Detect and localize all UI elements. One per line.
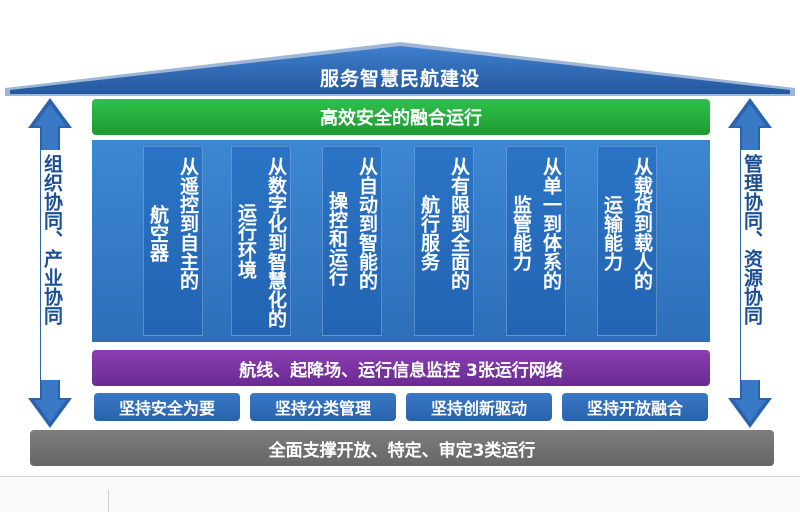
- column-4: 从有限到全面的 航行服务: [414, 146, 474, 336]
- column-2-line-2: 运行环境: [235, 203, 257, 279]
- column-6-line-1: 从载货到载人的: [631, 157, 653, 290]
- principle-pill-3: 坚持创新驱动: [406, 393, 552, 421]
- column-4-line-2: 航行服务: [418, 195, 440, 271]
- principle-pill-4: 坚持开放融合: [562, 393, 708, 421]
- bottom-divider: [108, 490, 109, 512]
- column-5: 从单一到体系的 监管能力: [506, 146, 566, 336]
- principle-pill-2: 坚持分类管理: [250, 393, 396, 421]
- middle-purple-bar: 航线、起降场、运行信息监控 3张运行网络: [92, 350, 710, 386]
- column-4-line-1: 从有限到全面的: [448, 157, 470, 290]
- column-5-line-1: 从单一到体系的: [540, 157, 562, 290]
- roof-title: 服务智慧民航建设: [319, 68, 480, 90]
- top-green-bar: 高效安全的融合运行: [92, 99, 710, 135]
- column-1: 从遥控到自主的 航空器: [143, 146, 203, 336]
- left-arrow-label-1: 组织协同、产业协同: [41, 150, 63, 380]
- column-3-line-2: 操控和运行: [326, 191, 348, 286]
- column-6: 从载货到载人的 运输能力: [597, 146, 657, 336]
- principle-pill-1: 坚持安全为要: [94, 393, 240, 421]
- right-arrow-label-1: 管理协同、资源协同: [741, 150, 763, 380]
- bottom-strip: [0, 476, 800, 512]
- right-arrow-text: 管理协同、资源协同: [712, 150, 792, 380]
- column-2: 从数字化到智慧化的 运行环境: [231, 146, 291, 336]
- column-3: 从自动到智能的 操控和运行: [322, 146, 382, 336]
- column-1-line-1: 从遥控到自主的: [177, 157, 199, 290]
- column-2-line-1: 从数字化到智慧化的: [265, 157, 287, 328]
- left-arrow-text: 组织协同、产业协同: [12, 150, 92, 380]
- column-3-line-1: 从自动到智能的: [356, 157, 378, 290]
- roof-shape: [5, 42, 795, 96]
- column-5-line-2: 监管能力: [510, 195, 532, 271]
- column-1-line-2: 航空器: [147, 205, 169, 262]
- base-gray-bar: 全面支撑开放、特定、审定3类运行: [30, 430, 774, 466]
- column-6-line-2: 运输能力: [601, 195, 623, 271]
